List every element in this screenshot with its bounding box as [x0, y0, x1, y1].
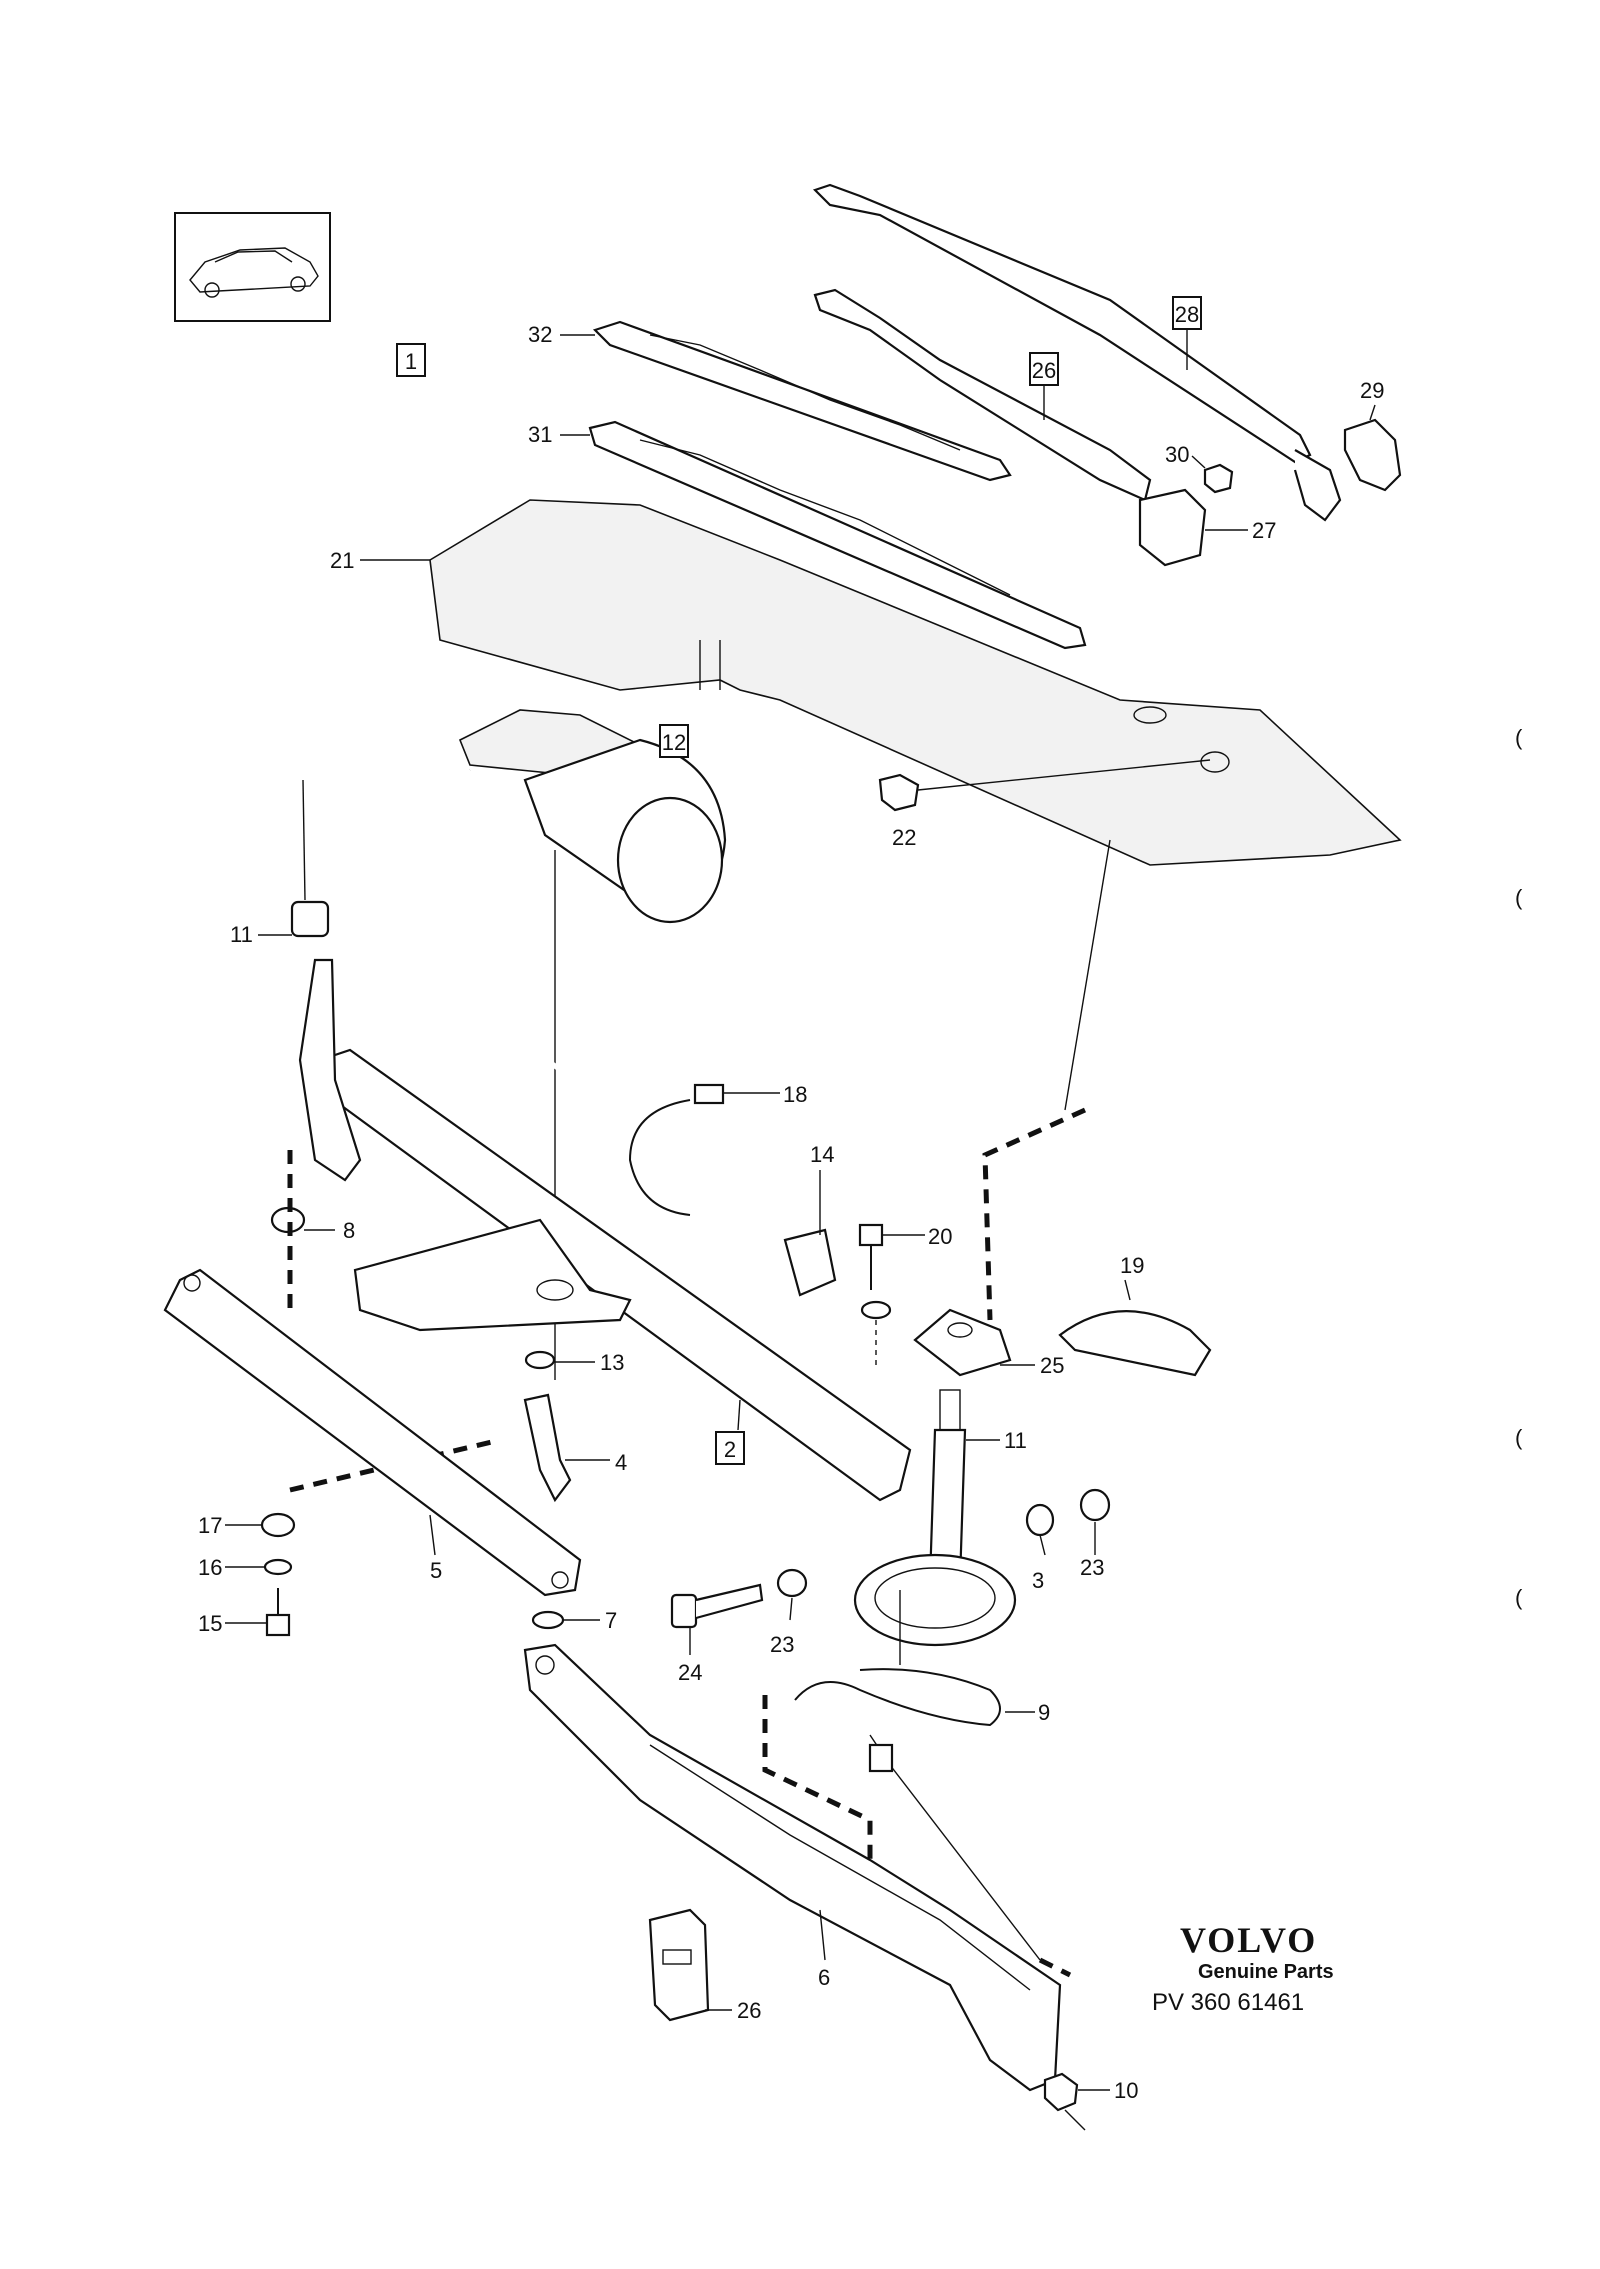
- connector-14: 14: [783, 1142, 837, 1297]
- spindle-right-11: 11: [853, 1389, 1027, 1647]
- callout-label: 14: [810, 1142, 834, 1167]
- margin-mark: (: [1515, 1585, 1523, 1610]
- brand-tagline: Genuine Parts: [1198, 1961, 1334, 1983]
- callout-label: 30: [1165, 442, 1189, 467]
- callout-label: 32: [528, 322, 552, 347]
- callout-label: 28: [1175, 302, 1199, 327]
- link-arm-6: 6: [523, 1643, 1062, 2092]
- callout-label: 19: [1120, 1253, 1144, 1278]
- cover-19: 19: [1058, 1253, 1212, 1377]
- callout-label: 1: [405, 349, 417, 374]
- callout-label: 22: [892, 825, 916, 850]
- washer-16: 16: [198, 1555, 293, 1580]
- callout-label: 31: [528, 422, 552, 447]
- callout-label: 23: [1080, 1555, 1104, 1580]
- wiper-arm-28: 28: [812, 183, 1342, 522]
- nut-8: 8: [270, 1206, 355, 1243]
- wiper-arm-26: 26: [813, 288, 1152, 502]
- crank-4: 4: [523, 1393, 627, 1503]
- brand-block: VOLVO Genuine Parts PV 360 61461: [1152, 1920, 1334, 2016]
- wiring-harness: 18: [431, 768, 807, 1242]
- link-rod-5: 5: [163, 1268, 582, 1597]
- callout-label: 13: [600, 1350, 624, 1375]
- callout-label: 26: [737, 1998, 761, 2023]
- callout-label: 3: [1032, 1568, 1044, 1593]
- vehicle-thumbnail: [174, 212, 331, 322]
- guide-line: [982, 1107, 1087, 1321]
- washer-7: 7: [531, 1608, 617, 1633]
- washer-13: 13: [524, 1350, 624, 1375]
- callout-label: 12: [662, 730, 686, 755]
- callout-label: 4: [615, 1450, 627, 1475]
- guide-line: [762, 1695, 873, 1870]
- callout-label: 20: [928, 1224, 952, 1249]
- callout-label: 9: [1038, 1700, 1050, 1725]
- bolt-20: 20: [858, 1223, 952, 1370]
- margin-mark: (: [1515, 885, 1523, 910]
- spindle-left-11: 11: [230, 779, 362, 1182]
- callout-label: 7: [605, 1608, 617, 1633]
- callout-label: 23: [770, 1632, 794, 1657]
- margin-marks: ( ( ( (: [1515, 725, 1523, 1610]
- callout-box-1: 1: [396, 343, 426, 377]
- bracket-25: 25: [913, 1308, 1064, 1378]
- callout-label: 24: [678, 1660, 702, 1685]
- screw-23-left: 23: [770, 1568, 808, 1657]
- nut-17: 17: [198, 1512, 296, 1538]
- callout-label: 15: [198, 1611, 222, 1636]
- plug-22: 22: [878, 759, 1211, 850]
- diagram-code: PV 360 61461: [1152, 1989, 1304, 2016]
- callout-label: 16: [198, 1555, 222, 1580]
- callout-label: 25: [1040, 1353, 1064, 1378]
- bolt-15: 15: [198, 1588, 291, 1637]
- screw-23-right: 23: [1079, 1488, 1111, 1580]
- callout-label: 8: [343, 1218, 355, 1243]
- callout-label: 18: [783, 1082, 807, 1107]
- bushing-3: 3: [1025, 1503, 1055, 1593]
- margin-mark: (: [1515, 725, 1523, 750]
- drive-cable-9: 9: [794, 1590, 1050, 1961]
- spindle-cap-27: 27: [1138, 488, 1276, 567]
- wiper-blade-31: 31: [528, 420, 1087, 650]
- guide-line: [1064, 839, 1111, 1111]
- clip-26: 26: [648, 1908, 761, 2023]
- wiper-motor-12: 12: [458, 709, 727, 1380]
- brand-logo: VOLVO: [1180, 1920, 1317, 1960]
- callout-label: 26: [1032, 358, 1056, 383]
- cowl-panel-21: 21: [330, 499, 1402, 866]
- nut-30: 30: [1165, 442, 1234, 494]
- callout-label: 2: [724, 1437, 736, 1462]
- callout-label: 6: [818, 1965, 830, 1990]
- callout-label: 11: [1004, 1428, 1027, 1453]
- guide-line: [1038, 1957, 1072, 1978]
- callout-label: 21: [330, 548, 354, 573]
- cover-29: 29: [1343, 378, 1402, 492]
- wiper-blade-32: 32: [528, 320, 1012, 482]
- callout-label: 5: [430, 1558, 442, 1583]
- callout-label: 17: [198, 1513, 222, 1538]
- callout-label: 29: [1360, 378, 1384, 403]
- callout-label: 27: [1252, 518, 1276, 543]
- nut-10: 10: [1043, 2072, 1138, 2131]
- callout-label: 11: [230, 922, 253, 947]
- callout-label: 10: [1114, 2078, 1138, 2103]
- bolt-24: 24: [670, 1583, 764, 1685]
- margin-mark: (: [1515, 1425, 1523, 1450]
